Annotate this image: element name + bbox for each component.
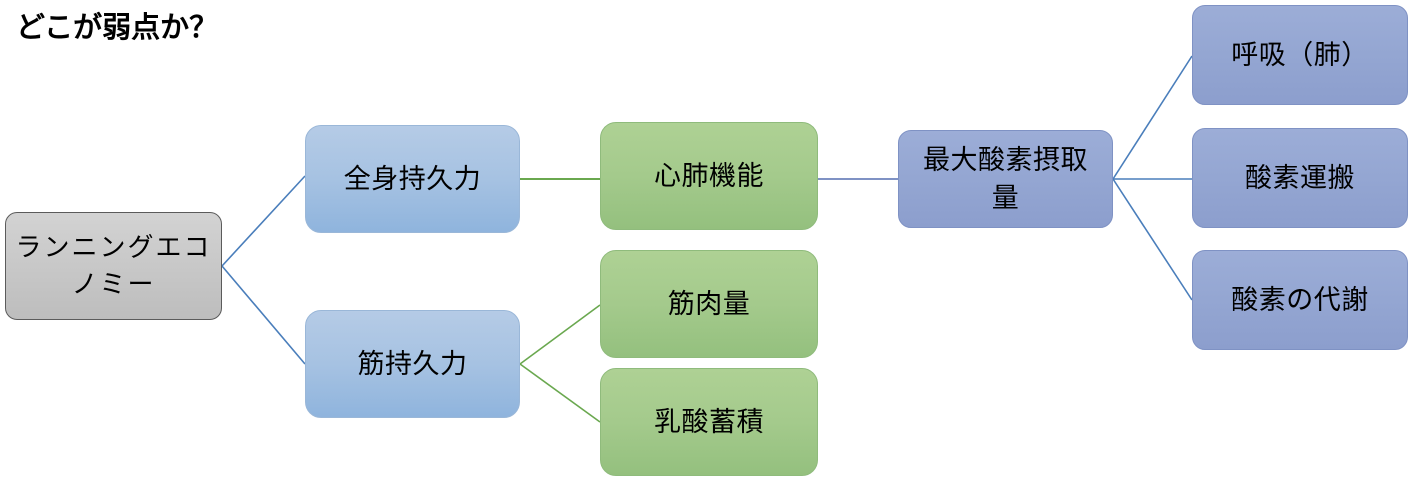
node-lactate-accumulation[interactable]: 乳酸蓄積 — [600, 368, 818, 476]
node-oxygen-transport[interactable]: 酸素運搬 — [1192, 128, 1408, 228]
node-oxygen-metabolism-label: 酸素の代謝 — [1231, 284, 1369, 315]
node-oxygen-metabolism[interactable]: 酸素の代謝 — [1192, 250, 1408, 350]
edge-vo2max-to-oxygen-metabolism — [1112, 178, 1193, 301]
edge-muscular-endurance-to-lactate — [519, 363, 601, 423]
edge-running-economy-to-muscular-endurance — [221, 265, 306, 365]
node-respiration-lung[interactable]: 呼吸（肺） — [1192, 5, 1408, 105]
edge-muscular-endurance-to-muscle-mass — [519, 304, 601, 365]
node-lactate-accumulation-label: 乳酸蓄積 — [654, 406, 764, 437]
node-whole-body-endurance[interactable]: 全身持久力 — [305, 125, 520, 233]
node-muscle-mass-label: 筋肉量 — [667, 288, 751, 319]
node-running-economy[interactable]: ランニングエコノミー — [5, 212, 222, 320]
node-vo2max-label-line2: 量 — [991, 183, 1020, 213]
node-respiration-lung-label: 呼吸（肺） — [1231, 39, 1369, 70]
node-muscular-endurance-label: 筋持久力 — [357, 348, 468, 379]
node-muscular-endurance[interactable]: 筋持久力 — [305, 310, 520, 418]
node-vo2max-label-line1: 最大酸素摂取 — [923, 144, 1088, 175]
node-running-economy-label: ランニングエコノミー — [15, 232, 212, 299]
node-oxygen-transport-label: 酸素運搬 — [1245, 162, 1355, 193]
node-vo2max-label: 最大酸素摂取量 — [905, 141, 1106, 218]
node-cardiopulmonary-function-label: 心肺機能 — [654, 160, 764, 191]
edge-running-economy-to-whole-body-endurance — [221, 175, 306, 267]
edge-vo2max-to-respiration — [1112, 55, 1193, 180]
node-vo2max[interactable]: 最大酸素摂取量 — [898, 130, 1113, 228]
node-muscle-mass[interactable]: 筋肉量 — [600, 250, 818, 358]
node-whole-body-endurance-label: 全身持久力 — [343, 163, 482, 194]
node-cardiopulmonary-function[interactable]: 心肺機能 — [600, 122, 818, 230]
page-title: どこが弱点か？ — [16, 12, 219, 44]
